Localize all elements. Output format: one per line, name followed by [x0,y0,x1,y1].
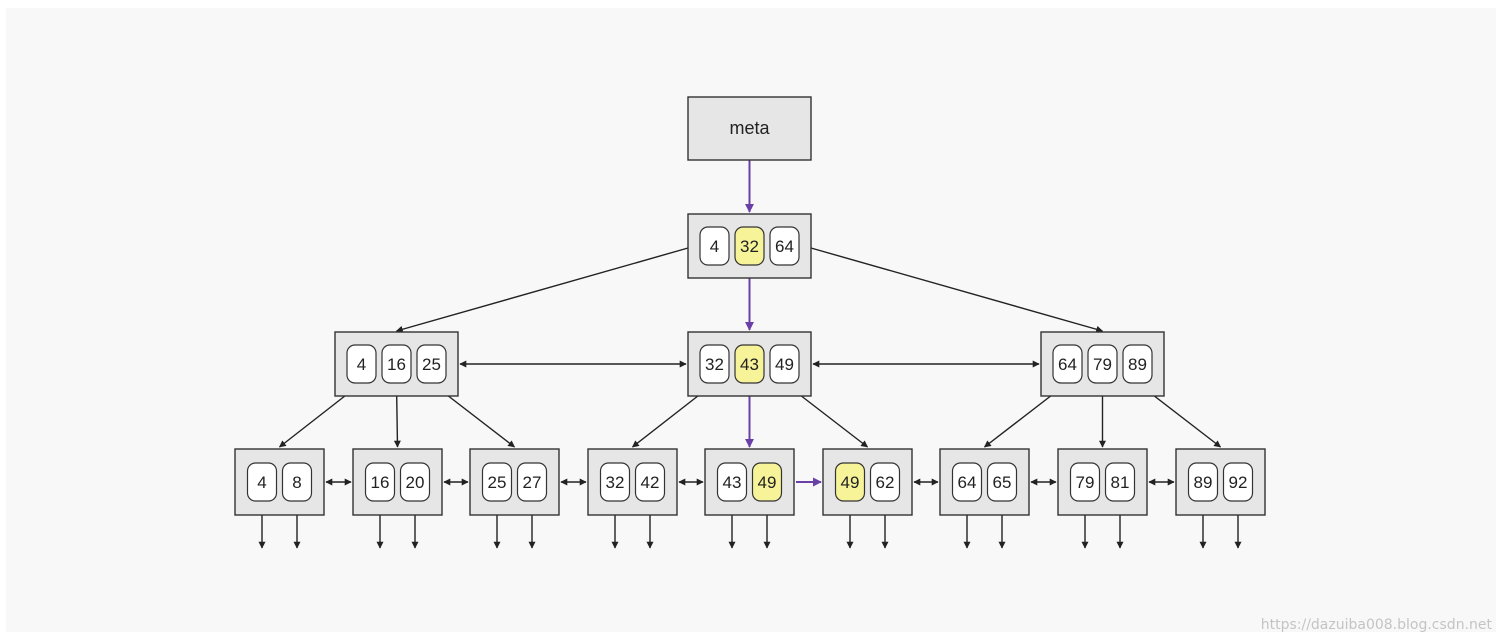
key-cell [634,462,666,502]
key-value: 62 [876,473,895,492]
key-value: 92 [1229,473,1248,492]
key-cell [769,226,800,266]
key-value: 27 [523,473,542,492]
key-value: 42 [641,473,660,492]
root-to-internal-3 [810,247,1104,333]
key-cell [699,344,730,384]
key-value: 49 [758,473,777,492]
key-value: 43 [740,355,759,374]
key-value: 79 [1093,355,1112,374]
meta-node: meta [687,96,812,161]
root-to-internal-1 [395,247,689,333]
key-cell [481,462,513,502]
key-cell [716,462,748,502]
key-value: 8 [292,473,301,492]
key-cell [1087,344,1118,384]
key-value: 32 [705,355,724,374]
key-cell [1122,344,1153,384]
key-cell [399,462,431,502]
key-value: 64 [958,473,977,492]
key-cell [769,344,800,384]
key-value: 64 [775,237,794,256]
key-cell [1222,462,1254,502]
key-value: 4 [257,473,266,492]
key-cell-highlighted [834,462,866,502]
key-value: 25 [422,355,441,374]
key-cell [246,462,278,502]
key-value: 49 [775,355,794,374]
key-cell-highlighted [734,344,765,384]
leaf-node-8: 79 81 [1057,448,1148,516]
key-value: 32 [606,473,625,492]
key-cell [281,462,313,502]
leaf-node-3: 25 27 [469,448,560,516]
key-cell [1052,344,1083,384]
key-value: 65 [993,473,1012,492]
key-value: 81 [1111,473,1130,492]
key-value: 20 [406,473,425,492]
key-value: 49 [841,473,860,492]
internal-node-3: 64 79 89 [1040,331,1165,397]
key-cell [869,462,901,502]
key-value: 64 [1058,355,1077,374]
key-cell [416,344,447,384]
leaf-node-9: 89 92 [1175,448,1266,516]
key-value: 43 [723,473,742,492]
leaf-node-6: 49 62 [822,448,913,516]
key-value: 4 [357,355,366,374]
key-value: 32 [740,237,759,256]
key-cell [699,226,730,266]
key-cell [364,462,396,502]
leaf-node-4: 32 42 [587,448,678,516]
root-node: 4 32 64 [687,213,812,279]
internal-node-1: 4 16 25 [334,331,459,397]
key-cell [516,462,548,502]
key-cell [1104,462,1136,502]
key-cell [381,344,412,384]
watermark: https://dazuiba008.blog.csdn.net [1261,617,1493,632]
meta-label: meta [729,118,770,138]
leaf-node-5: 43 49 [704,448,795,516]
key-cell [599,462,631,502]
key-cell [951,462,983,502]
leaf-node-7: 64 65 [939,448,1030,516]
key-cell [1187,462,1219,502]
key-value: 79 [1076,473,1095,492]
key-value: 25 [488,473,507,492]
key-value: 89 [1194,473,1213,492]
key-cell [1069,462,1101,502]
key-cell-highlighted [734,226,765,266]
key-cell-highlighted [751,462,783,502]
key-cell [986,462,1018,502]
key-cell [346,344,377,384]
key-value: 4 [710,237,719,256]
internal-node-2: 32 43 49 [687,331,812,397]
key-value: 16 [371,473,390,492]
key-value: 89 [1128,355,1147,374]
key-value: 16 [387,355,406,374]
